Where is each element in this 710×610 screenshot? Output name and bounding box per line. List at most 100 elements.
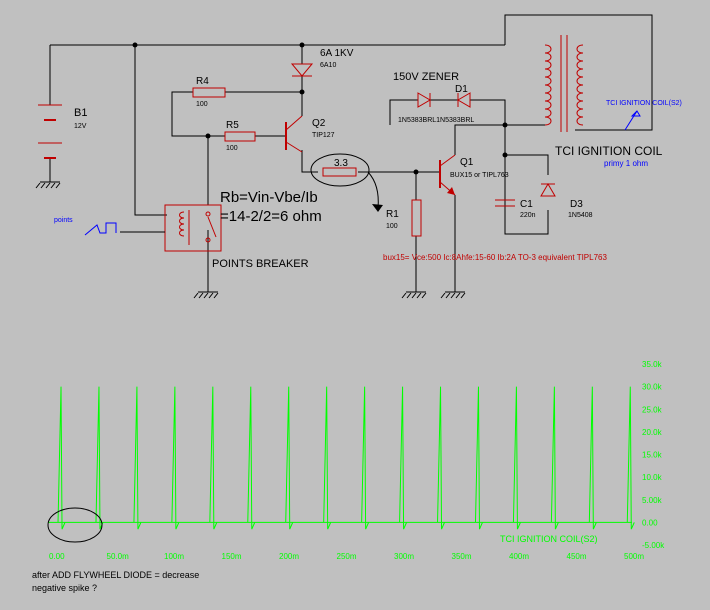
resistor-r5: R5 100 (224, 120, 256, 152)
pulse-spike (95, 386, 104, 530)
resistor-r1: R1 100 (386, 199, 422, 237)
zener-d1: 150V ZENER D1 1N5383BRL1N5383BRL (393, 71, 474, 124)
c1-value: 220n (520, 212, 536, 219)
pulse-spike (171, 386, 180, 530)
battery-b1: B1 12V (38, 104, 87, 159)
pulse-spike (512, 386, 521, 530)
q1-part: BUX15 or TIPL763 (450, 172, 509, 179)
junction-dot (502, 152, 508, 158)
pulse-spike (588, 386, 597, 530)
r5-ref: R5 (226, 120, 239, 131)
r1-value: 100 (386, 223, 398, 230)
x-axis-ticks: 0.00 50.0m 100m 150m 200m 250m 300m 350m 400m 450… (49, 552, 644, 561)
coil-sub: primy 1 ohm (604, 159, 648, 168)
y-tick-label: -5.00k (642, 541, 665, 550)
x-tick-label: 400m (509, 552, 529, 561)
x-tick-label: 0.00 (49, 552, 65, 561)
r4-value: 100 (196, 101, 208, 108)
battery-ref: B1 (74, 107, 87, 119)
y-tick-label: 10.0k (642, 473, 663, 482)
junction-dot (132, 42, 138, 48)
x-tick-label: 150m (222, 552, 242, 561)
wire-flyback (504, 125, 549, 235)
pulse-spike (626, 386, 635, 530)
wire-center-vertical (134, 45, 167, 216)
y-tick-label: 15.0k (642, 451, 663, 460)
x-tick-label: 250m (337, 552, 357, 561)
chart-marks (48, 386, 635, 530)
y-axis-ticks: 35.0k30.0k25.0k20.0k15.0k10.0k5.00k0.00-… (642, 360, 665, 550)
r1-ref: R1 (386, 209, 399, 220)
battery-value: 12V (74, 123, 87, 130)
formula-line1: Rb=Vin-Vbe/Ib (220, 189, 318, 206)
base-resistor-value: 3.3 (334, 158, 348, 169)
waveform-chart: 35.0k30.0k25.0k20.0k15.0k10.0k5.00k0.00-… (47, 360, 665, 561)
pulse-spike (247, 386, 256, 530)
zener-label: 150V ZENER (393, 71, 459, 83)
pulse-spike (474, 386, 483, 530)
annotation-line2: negative spike ? (32, 583, 97, 593)
schematic: B1 12V 6A 1KV 6A10 R4 100 R5 100 (35, 14, 682, 299)
y-tick-label: 35.0k (642, 360, 663, 369)
resistor-r4: R4 100 (192, 76, 226, 108)
zener-ref: D1 (455, 84, 468, 95)
wire-q1-collector (454, 124, 545, 155)
x-tick-label: 100m (164, 552, 184, 561)
annotation-line1: after ADD FLYWHEEL DIODE = decrease (32, 570, 199, 580)
pulse-spike (437, 386, 445, 530)
r5-value: 100 (226, 145, 238, 152)
q2-ref: Q2 (312, 118, 326, 129)
pulse-spike (550, 386, 559, 530)
wire-q2-collector (301, 150, 318, 173)
junction-dot (502, 122, 508, 128)
ground-symbol (440, 291, 466, 299)
transistor-spec: bux15= Vce:500 Ic:8Ahfe:15-60 Ib:2A TO-3… (383, 253, 607, 262)
pulse-spike (209, 386, 218, 530)
diode-part: 6A10 (320, 62, 336, 69)
pulse-spike (285, 386, 294, 530)
diode-d3: D3 1N5408 (540, 183, 593, 219)
pulse-spike (133, 386, 142, 530)
x-tick-label: 50.0m (107, 552, 130, 561)
x-tick-label: 350m (452, 552, 472, 561)
y-tick-label: 25.0k (642, 405, 663, 414)
d3-ref: D3 (570, 199, 583, 210)
points-breaker: POINTS BREAKER points (54, 204, 309, 270)
x-tick-label: 450m (567, 552, 587, 561)
wire-zener-loop (389, 99, 506, 125)
coil-probe-label: TCI IGNITION COIL(S2) (606, 100, 682, 107)
zener-parts: 1N5383BRL1N5383BRL (398, 117, 474, 124)
q2-part: TIP127 (312, 132, 335, 139)
x-tick-label: 200m (279, 552, 299, 561)
ground-symbol (193, 291, 219, 299)
junction-dot (299, 42, 305, 48)
diode-label: 6A 1KV (320, 48, 354, 59)
points-input-label: points (54, 217, 73, 224)
x-tick-label: 300m (394, 552, 414, 561)
base-resistor: 3.3 (310, 153, 383, 212)
transistor-q1: Q1 BUX15 or TIPL763 (439, 154, 509, 196)
r4-ref: R4 (196, 76, 209, 87)
spike-highlight-circle (47, 507, 103, 543)
formula-line2: =14-2/2=6 ohm (220, 208, 322, 225)
series-legend: TCI IGNITION COIL(S2) (500, 534, 598, 544)
pulse-spike (361, 386, 370, 530)
ground-symbol (35, 181, 61, 189)
y-tick-label: 30.0k (642, 383, 663, 392)
coil-title: TCI IGNITION COIL (555, 144, 663, 158)
junction-dot (413, 169, 419, 175)
wire-q2-emitter (171, 91, 302, 137)
points-breaker-label: POINTS BREAKER (212, 258, 309, 270)
pulse-spike (399, 386, 408, 530)
pulse-spike (57, 386, 66, 530)
diode-6a-1kv: 6A 1KV 6A10 (290, 48, 354, 77)
x-tick-label: 500m (624, 552, 644, 561)
y-tick-label: 0.00 (642, 518, 658, 527)
y-tick-label: 5.00k (642, 496, 663, 505)
wire-coil-top (504, 14, 653, 131)
capacitor-c1: C1 220n (495, 199, 536, 219)
transistor-q2: Q2 TIP127 (285, 92, 335, 153)
ground-symbol (401, 291, 427, 299)
q1-ref: Q1 (460, 157, 474, 168)
